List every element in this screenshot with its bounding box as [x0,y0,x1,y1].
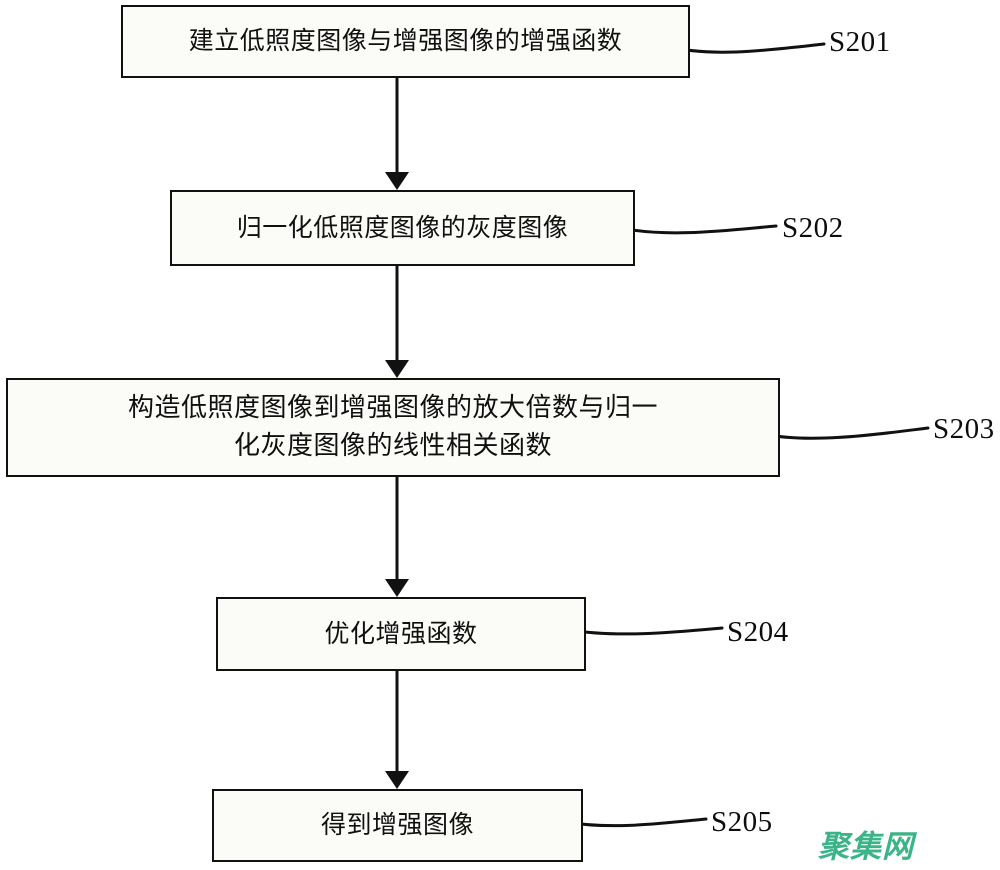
leader-line-s204 [568,626,724,636]
connector-s203-s204 [385,477,409,597]
process-box-s203[interactable]: 构造低照度图像到增强图像的放大倍数与归一 化灰度图像的线性相关函数 [6,378,780,477]
process-box-s204[interactable]: 优化增强函数 [216,597,586,671]
step-tag-s202: S202 [782,212,844,244]
leader-line-s205 [564,817,708,828]
step-tag-s201: S201 [829,26,891,58]
connector-s201-s202 [385,78,409,190]
process-box-s201[interactable]: 建立低照度图像与增强图像的增强函数 [121,5,690,78]
step-tag-s203: S203 [933,413,995,445]
step-tag-s205: S205 [711,806,773,838]
connector-s204-s205 [385,671,409,789]
leader-line-s203 [761,426,930,440]
process-box-s202[interactable]: 归一化低照度图像的灰度图像 [170,190,635,266]
connector-s202-s203 [385,266,409,378]
leader-line-s201 [666,42,826,54]
leader-line-s202 [619,224,778,235]
site-watermark: 聚集网 [818,829,914,865]
step-tag-s204: S204 [727,616,789,648]
process-box-s205[interactable]: 得到增强图像 [212,789,583,862]
